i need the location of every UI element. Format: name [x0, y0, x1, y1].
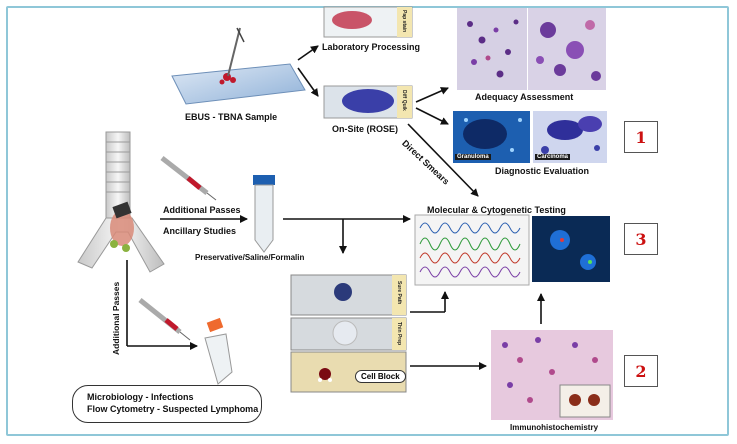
ebus-sample-label: EBUS - TBNA Sample [185, 112, 278, 122]
preservative-label: Preservative/Saline/Formalin [195, 253, 305, 262]
trachea-illustration [77, 131, 165, 273]
molecular-label: Molecular & Cytogenetic Testing [427, 205, 566, 215]
diff-quik-tag: Diff Quik [400, 89, 408, 112]
cell-block-label: Cell Block [355, 370, 406, 383]
info-line-flow-cytometry: Flow Cytometry - Suspected Lymphoma [87, 404, 259, 414]
pap-slide-image [323, 6, 413, 38]
badge-1: 1 [624, 121, 658, 153]
badge-3: 3 [624, 223, 658, 255]
surepath-slide [290, 274, 407, 316]
thinprep-slide [290, 317, 407, 351]
lab-processing-label: Laboratory Processing [322, 42, 421, 52]
flow-arrows [126, 45, 545, 370]
molecular-panel [414, 214, 610, 286]
sure-path-tag: Sure Path [395, 280, 403, 306]
pap-stain-tag: Pap stain [400, 9, 408, 34]
onsite-rose-label: On-Site (ROSE) [332, 124, 399, 134]
syringe-upper [160, 156, 217, 201]
info-box: Microbiology - Infections Flow Cytometry… [72, 385, 262, 423]
diffquik-slide-image [323, 85, 413, 119]
additional-passes-vertical-label: Additional Passes [111, 281, 121, 355]
granuloma-tag: Granuloma [455, 154, 491, 160]
syringe-lower [138, 298, 191, 341]
additional-passes-label: Additional Passes [163, 205, 241, 215]
ancillary-studies-label: Ancillary Studies [163, 226, 237, 236]
carcinoma-tag: Carcinoma [535, 154, 571, 160]
microtube [204, 317, 233, 385]
adequacy-micrographs [457, 8, 606, 90]
ihc-panel [491, 330, 613, 420]
adequacy-label: Adequacy Assessment [475, 92, 574, 102]
immuno-label: Immunohistochemistry [510, 423, 599, 432]
thin-prep-tag: Thin Prep [395, 321, 403, 347]
diagnostic-label: Diagnostic Evaluation [495, 166, 590, 176]
info-line-microbiology: Microbiology - Infections [87, 392, 194, 402]
ebus-slide-image [171, 27, 306, 105]
conical-tube [253, 175, 275, 253]
badge-2: 2 [624, 355, 658, 387]
